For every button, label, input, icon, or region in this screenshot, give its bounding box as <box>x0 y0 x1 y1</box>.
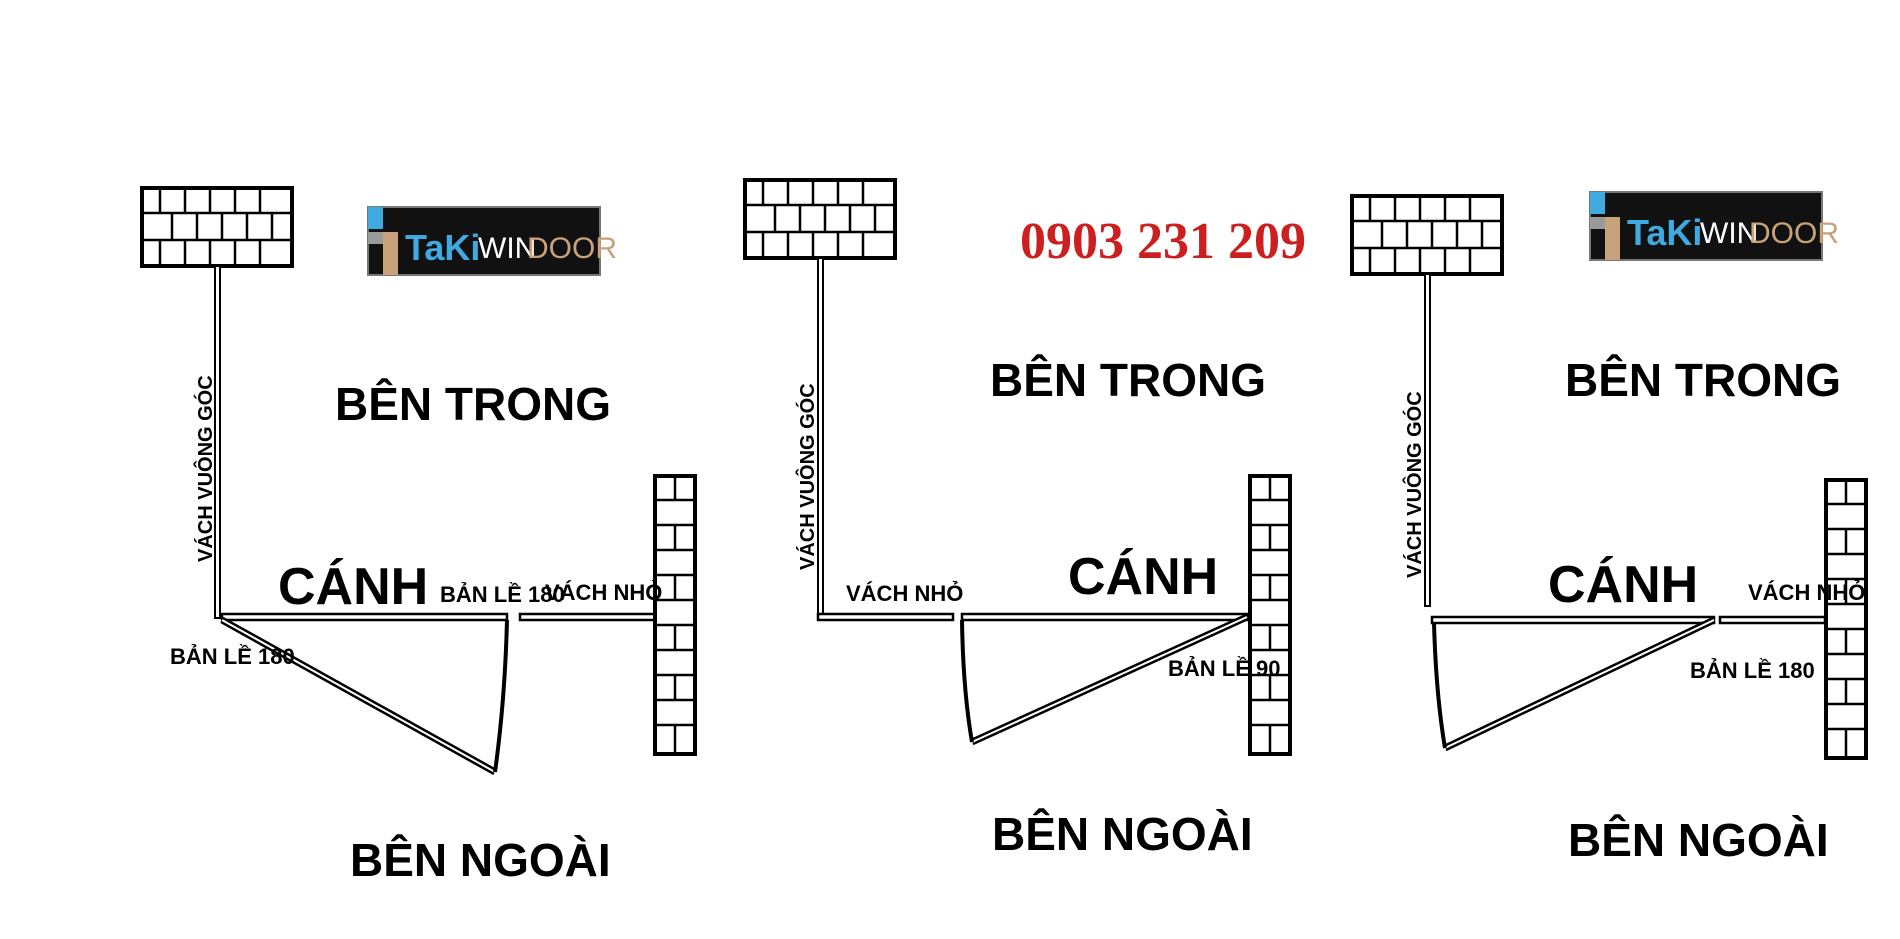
hinge-label: BẢN LỀ 90 <box>1168 656 1280 681</box>
hinge-right-label: BẢN LỀ 180 <box>440 582 565 607</box>
outside-label: BÊN NGOÀI <box>992 808 1253 860</box>
logo-door-text: DOOR <box>1749 217 1839 250</box>
corner-wall-label: VÁCH VUÔNG GÓC <box>795 383 819 570</box>
small-wall-label: VÁCH NHỎ <box>846 581 963 606</box>
brick-wall-top <box>743 178 897 260</box>
corner-wall-label: VÁCH VUÔNG GÓC <box>1402 391 1426 578</box>
hinge-label: BẢN LỀ 180 <box>1690 658 1815 683</box>
swing-arc <box>960 619 974 743</box>
sash-line <box>1430 615 1716 625</box>
sash-line <box>220 612 509 622</box>
inside-label: BÊN TRONG <box>335 378 611 430</box>
diagram-2: BÊN TRONG BÊN NGOÀI CÁNH VÁCH NHỎ BẢN LỀ… <box>743 178 1292 860</box>
small-wall-line <box>1718 615 1827 625</box>
sash-label: CÁNH <box>278 558 428 616</box>
small-wall-line <box>816 612 955 622</box>
brick-wall-top <box>1350 194 1504 276</box>
inside-label: BÊN TRONG <box>990 354 1266 406</box>
corner-wall-line <box>1424 273 1431 607</box>
logo-taki-text: TaKi <box>1627 212 1702 253</box>
swing-arc <box>1432 622 1447 749</box>
swing-arc <box>493 619 509 773</box>
hinge-left-label: BẢN LỀ 180 <box>170 644 295 669</box>
outside-label: BÊN NGOÀI <box>1568 814 1829 866</box>
takiwindoor-logo: TaKi WIN DOOR <box>1589 191 1839 261</box>
corner-wall-line <box>214 265 221 619</box>
diagram-3: BÊN TRONG BÊN NGOÀI CÁNH VÁCH NHỎ BẢN LỀ… <box>1350 194 1868 866</box>
brick-wall-right <box>653 474 697 756</box>
brick-wall-right <box>1824 478 1868 760</box>
small-wall-label: VÁCH NHỎ <box>1748 580 1865 605</box>
small-wall-line <box>518 612 657 622</box>
phone-number: 0903 231 209 <box>1020 213 1306 270</box>
logo-door-text: DOOR <box>527 232 617 265</box>
logo-taki-text: TaKi <box>405 227 480 268</box>
outside-label: BÊN NGOÀI <box>350 834 611 886</box>
small-wall-label: VÁCH NHỎ <box>545 580 662 605</box>
diagram-1: BÊN TRONG BÊN NGOÀI CÁNH BẢN LỀ 180 BẢN … <box>140 186 697 886</box>
brick-wall-top <box>140 186 294 268</box>
takiwindoor-logo: TaKi WIN DOOR <box>367 206 617 276</box>
brick-wall-right <box>1248 474 1292 756</box>
corner-wall-label: VÁCH VUÔNG GÓC <box>193 375 217 562</box>
logo-win-text: WIN <box>478 232 536 265</box>
sash-label: CÁNH <box>1068 548 1218 606</box>
logo-win-text: WIN <box>1700 217 1758 250</box>
sash-label: CÁNH <box>1548 556 1698 614</box>
sash-line <box>960 612 1249 622</box>
inside-label: BÊN TRONG <box>1565 354 1841 406</box>
